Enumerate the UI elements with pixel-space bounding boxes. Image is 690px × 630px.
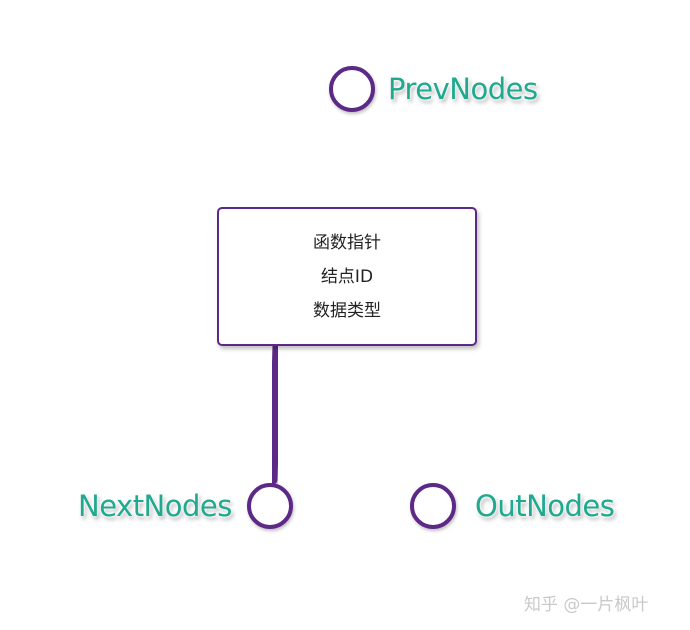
watermark: 知乎 @一片枫叶 [524, 595, 649, 615]
node-field-data-type: 数据类型 [313, 300, 381, 321]
prev-nodes-label: PrevNodes [388, 72, 538, 106]
next-port-circle[interactable] [247, 483, 293, 529]
node-box[interactable]: 函数指针 结点ID 数据类型 [217, 207, 477, 346]
next-nodes-label: NextNodes [78, 489, 232, 523]
out-port-circle[interactable] [410, 483, 456, 529]
node-field-function-pointer: 函数指针 [313, 232, 381, 253]
node-field-node-id: 结点ID [320, 266, 374, 287]
prev-port-circle[interactable] [329, 66, 375, 112]
out-nodes-label: OutNodes [475, 489, 615, 523]
next-connector [268, 341, 282, 485]
